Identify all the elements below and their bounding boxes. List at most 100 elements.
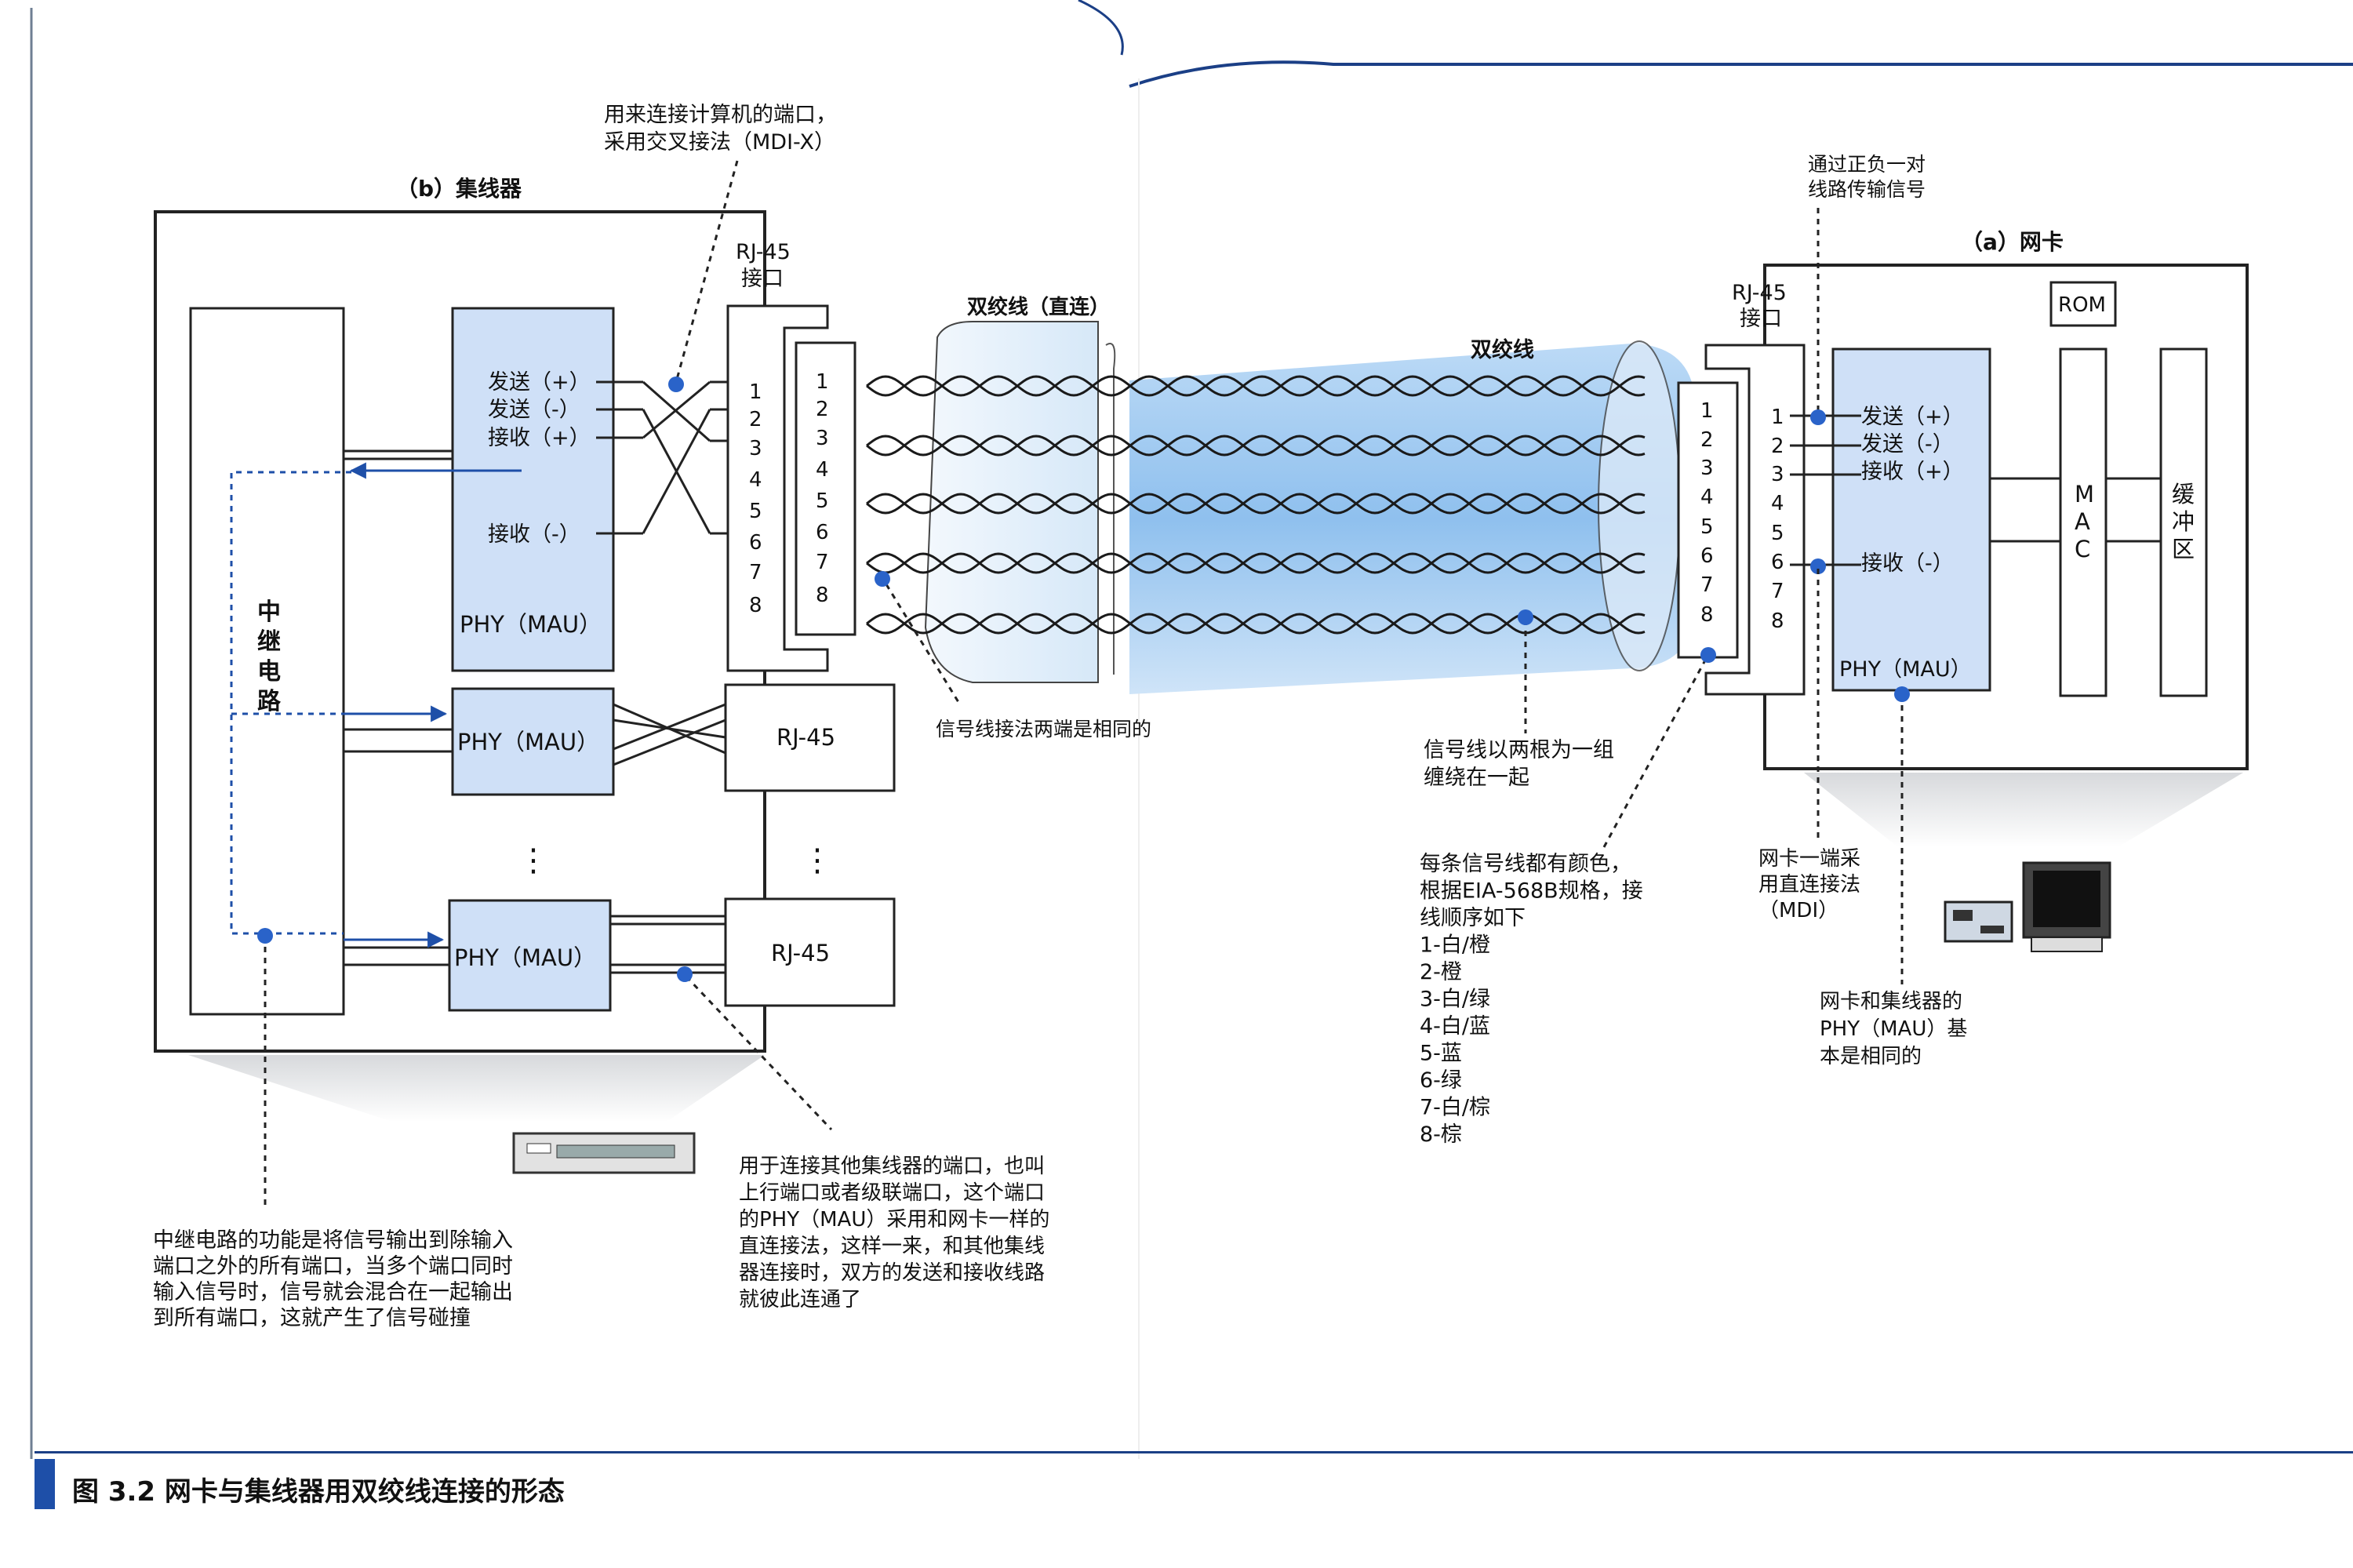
nic-mac xyxy=(2059,347,2108,697)
cable-right-jacket xyxy=(1129,344,1694,694)
nic-rj45-pin-4: 4 xyxy=(1771,492,1784,515)
nic-signal-tx-minus: 发送（-） xyxy=(1861,432,1954,457)
plug-pin-8: 8 xyxy=(816,584,829,607)
anno-color-line-8: 5-蓝 xyxy=(1420,1042,1462,1066)
repeater-label-c1: 中 xyxy=(257,598,281,626)
repeater-flow-arrows xyxy=(344,462,522,948)
anno-color-leader xyxy=(1602,658,1707,848)
figure-caption: 图 3.2 网卡与集线器用双绞线连接的形态 xyxy=(72,1476,565,1508)
hub-phy-ellipsis: ⋮ xyxy=(518,842,549,879)
hub-signal-rx-minus: 接收（-） xyxy=(488,522,580,547)
plug-pin-1: 1 xyxy=(816,370,829,394)
cable-left-title: 双绞线（直连） xyxy=(967,295,1110,319)
wire-pair-5-strand-2 xyxy=(866,613,1646,635)
hub-title: （b）集线器 xyxy=(396,176,522,202)
repeater-dotted-flow xyxy=(230,471,351,935)
nic-rj45-pin-5: 5 xyxy=(1771,522,1784,545)
anno-repeater-line-3: 输入信号时，信号就会混合在一起输出 xyxy=(153,1280,513,1304)
cable-break-mark xyxy=(1105,343,1116,675)
nic-buffer-label: 缓 冲 区 xyxy=(2172,481,2202,562)
anno-same-phy-line-3: 本是相同的 xyxy=(1820,1045,1922,1068)
hub-shadow xyxy=(188,1055,765,1122)
anno-color-line-9: 6-绿 xyxy=(1420,1068,1462,1093)
repeater-label-c3: 电 xyxy=(257,658,281,686)
anno-color-line-5: 2-橙 xyxy=(1420,960,1462,984)
anno-pair-dot xyxy=(1518,609,1533,625)
anno-uplink-dot xyxy=(677,966,693,982)
hub-rj45-pin-2: 2 xyxy=(749,408,762,431)
anno-color-line-6: 3-白/绿 xyxy=(1420,988,1490,1012)
hub-rj45-port-3-label: RJ-45 xyxy=(771,940,830,966)
anno-posneg-dot-1 xyxy=(1810,409,1826,425)
hub-phy-2-label: PHY（MAU） xyxy=(457,729,599,755)
anno-color-list: 每条信号线都有颜色，根据EIA-568B规格，接线顺序如下1-白/橙2-橙3-白… xyxy=(1420,852,1643,1147)
nic-plug-pin-5: 5 xyxy=(1700,515,1714,539)
nic-plug-pin-7: 7 xyxy=(1700,573,1714,597)
nic-mac-c3: C xyxy=(2075,536,2090,562)
anno-posneg-l2: 线路传输信号 xyxy=(1808,178,1926,201)
hub-rj45-pin-6: 6 xyxy=(749,531,762,555)
nic-plug-pin-4: 4 xyxy=(1700,486,1714,509)
wire-pair-3-strand-2 xyxy=(866,493,1646,515)
hub-phy-3-label: PHY（MAU） xyxy=(454,944,596,971)
nic-rj45-pin-1: 1 xyxy=(1771,406,1784,429)
anno-color-line-2: 根据EIA-568B规格，接 xyxy=(1420,879,1643,904)
nic-phy-label: PHY（MAU） xyxy=(1839,657,1972,682)
computer-icon xyxy=(1944,861,2111,952)
caption-marker xyxy=(35,1459,55,1509)
anno-mdix-leader xyxy=(675,160,739,383)
anno-repeater-line-2: 端口之外的所有端口，当多个端口同时 xyxy=(153,1254,513,1279)
cable-left-jacket xyxy=(924,321,1099,683)
nic-plug-pin-8: 8 xyxy=(1700,603,1714,627)
hub-signal-rx-plus: 接收（+） xyxy=(488,426,591,450)
nic-mac-c2: A xyxy=(2075,508,2090,535)
nic-rj45-pin-3: 3 xyxy=(1771,463,1784,486)
anno-posneg-dot-2 xyxy=(1810,558,1826,574)
nic-diagram: （a）网卡 ROM M A C 缓 冲 区 发送（+） 发送（-） 接收（+） … xyxy=(1677,229,2249,952)
nic-rj45-pin-8: 8 xyxy=(1771,609,1784,633)
repeater-label-c2: 继 xyxy=(257,628,281,656)
anno-uplink-line-6: 就彼此连通了 xyxy=(739,1288,861,1312)
anno-uplink-line-4: 直连接法，这样一来，和其他集线 xyxy=(739,1235,1045,1258)
nic-shadow xyxy=(1804,773,2243,847)
hub-signal-tx-plus: 发送（+） xyxy=(488,370,591,395)
anno-same-phy-dot xyxy=(1894,686,1910,702)
hub-rj45-pin-5: 5 xyxy=(749,500,762,523)
hub-rj45-ellipsis: ⋮ xyxy=(802,842,833,879)
plug-pin-6: 6 xyxy=(816,521,829,544)
anno-pair-l2: 缠绕在一起 xyxy=(1424,766,1529,790)
anno-same-ends: 信号线接法两端是相同的 xyxy=(936,718,1151,740)
nic-title: （a）网卡 xyxy=(1961,229,2064,255)
hub-phy2-crossover xyxy=(613,703,726,766)
nic-phy xyxy=(1831,347,1991,692)
anno-uplink-line-1: 用于连接其他集线器的端口，也叫 xyxy=(739,1155,1045,1178)
anno-same-ends-dot xyxy=(875,571,890,587)
annotations: 用来连接计算机的端口， 采用交叉接法（MDI-X） 信号线接法两端是相同的 信号… xyxy=(153,103,1967,1330)
anno-mdix-l1: 用来连接计算机的端口， xyxy=(604,103,837,127)
anno-mdix-dot xyxy=(668,377,684,392)
cable-end-ellipse xyxy=(1598,340,1681,671)
anno-mdi-line-3: （MDI） xyxy=(1758,899,1838,922)
hub-rj45-pin-4: 4 xyxy=(749,468,762,492)
nic-signal-rx-minus: 接收（-） xyxy=(1861,551,1954,576)
nic-buffer xyxy=(2159,347,2208,697)
anno-uplink: 用于连接其他集线器的端口，也叫上行端口或者级联端口，这个端口的PHY（MAU）采… xyxy=(739,1155,1049,1312)
anno-mdi-line-2: 用直连接法 xyxy=(1758,873,1860,897)
caption-rule xyxy=(35,1451,2353,1453)
anno-color-line-7: 4-白/蓝 xyxy=(1420,1014,1490,1039)
nic-signal-tx-plus: 发送（+） xyxy=(1861,405,1964,429)
nic-plug-pin-6: 6 xyxy=(1700,544,1714,568)
hub-rj45-port-2 xyxy=(724,683,896,792)
anno-uplink-line-2: 上行端口或者级联端口，这个端口 xyxy=(739,1181,1045,1205)
anno-repeater-dot xyxy=(257,928,273,944)
nic-rom xyxy=(2049,281,2117,327)
twisted-pair-cable: 双绞线（直连） 双绞线 xyxy=(866,295,1694,694)
cable-twisted-wires xyxy=(866,375,1646,635)
plug-pin-4: 4 xyxy=(816,458,829,482)
wire-pair-2-strand-2 xyxy=(866,435,1646,457)
hub-phy3-straight xyxy=(610,915,726,974)
